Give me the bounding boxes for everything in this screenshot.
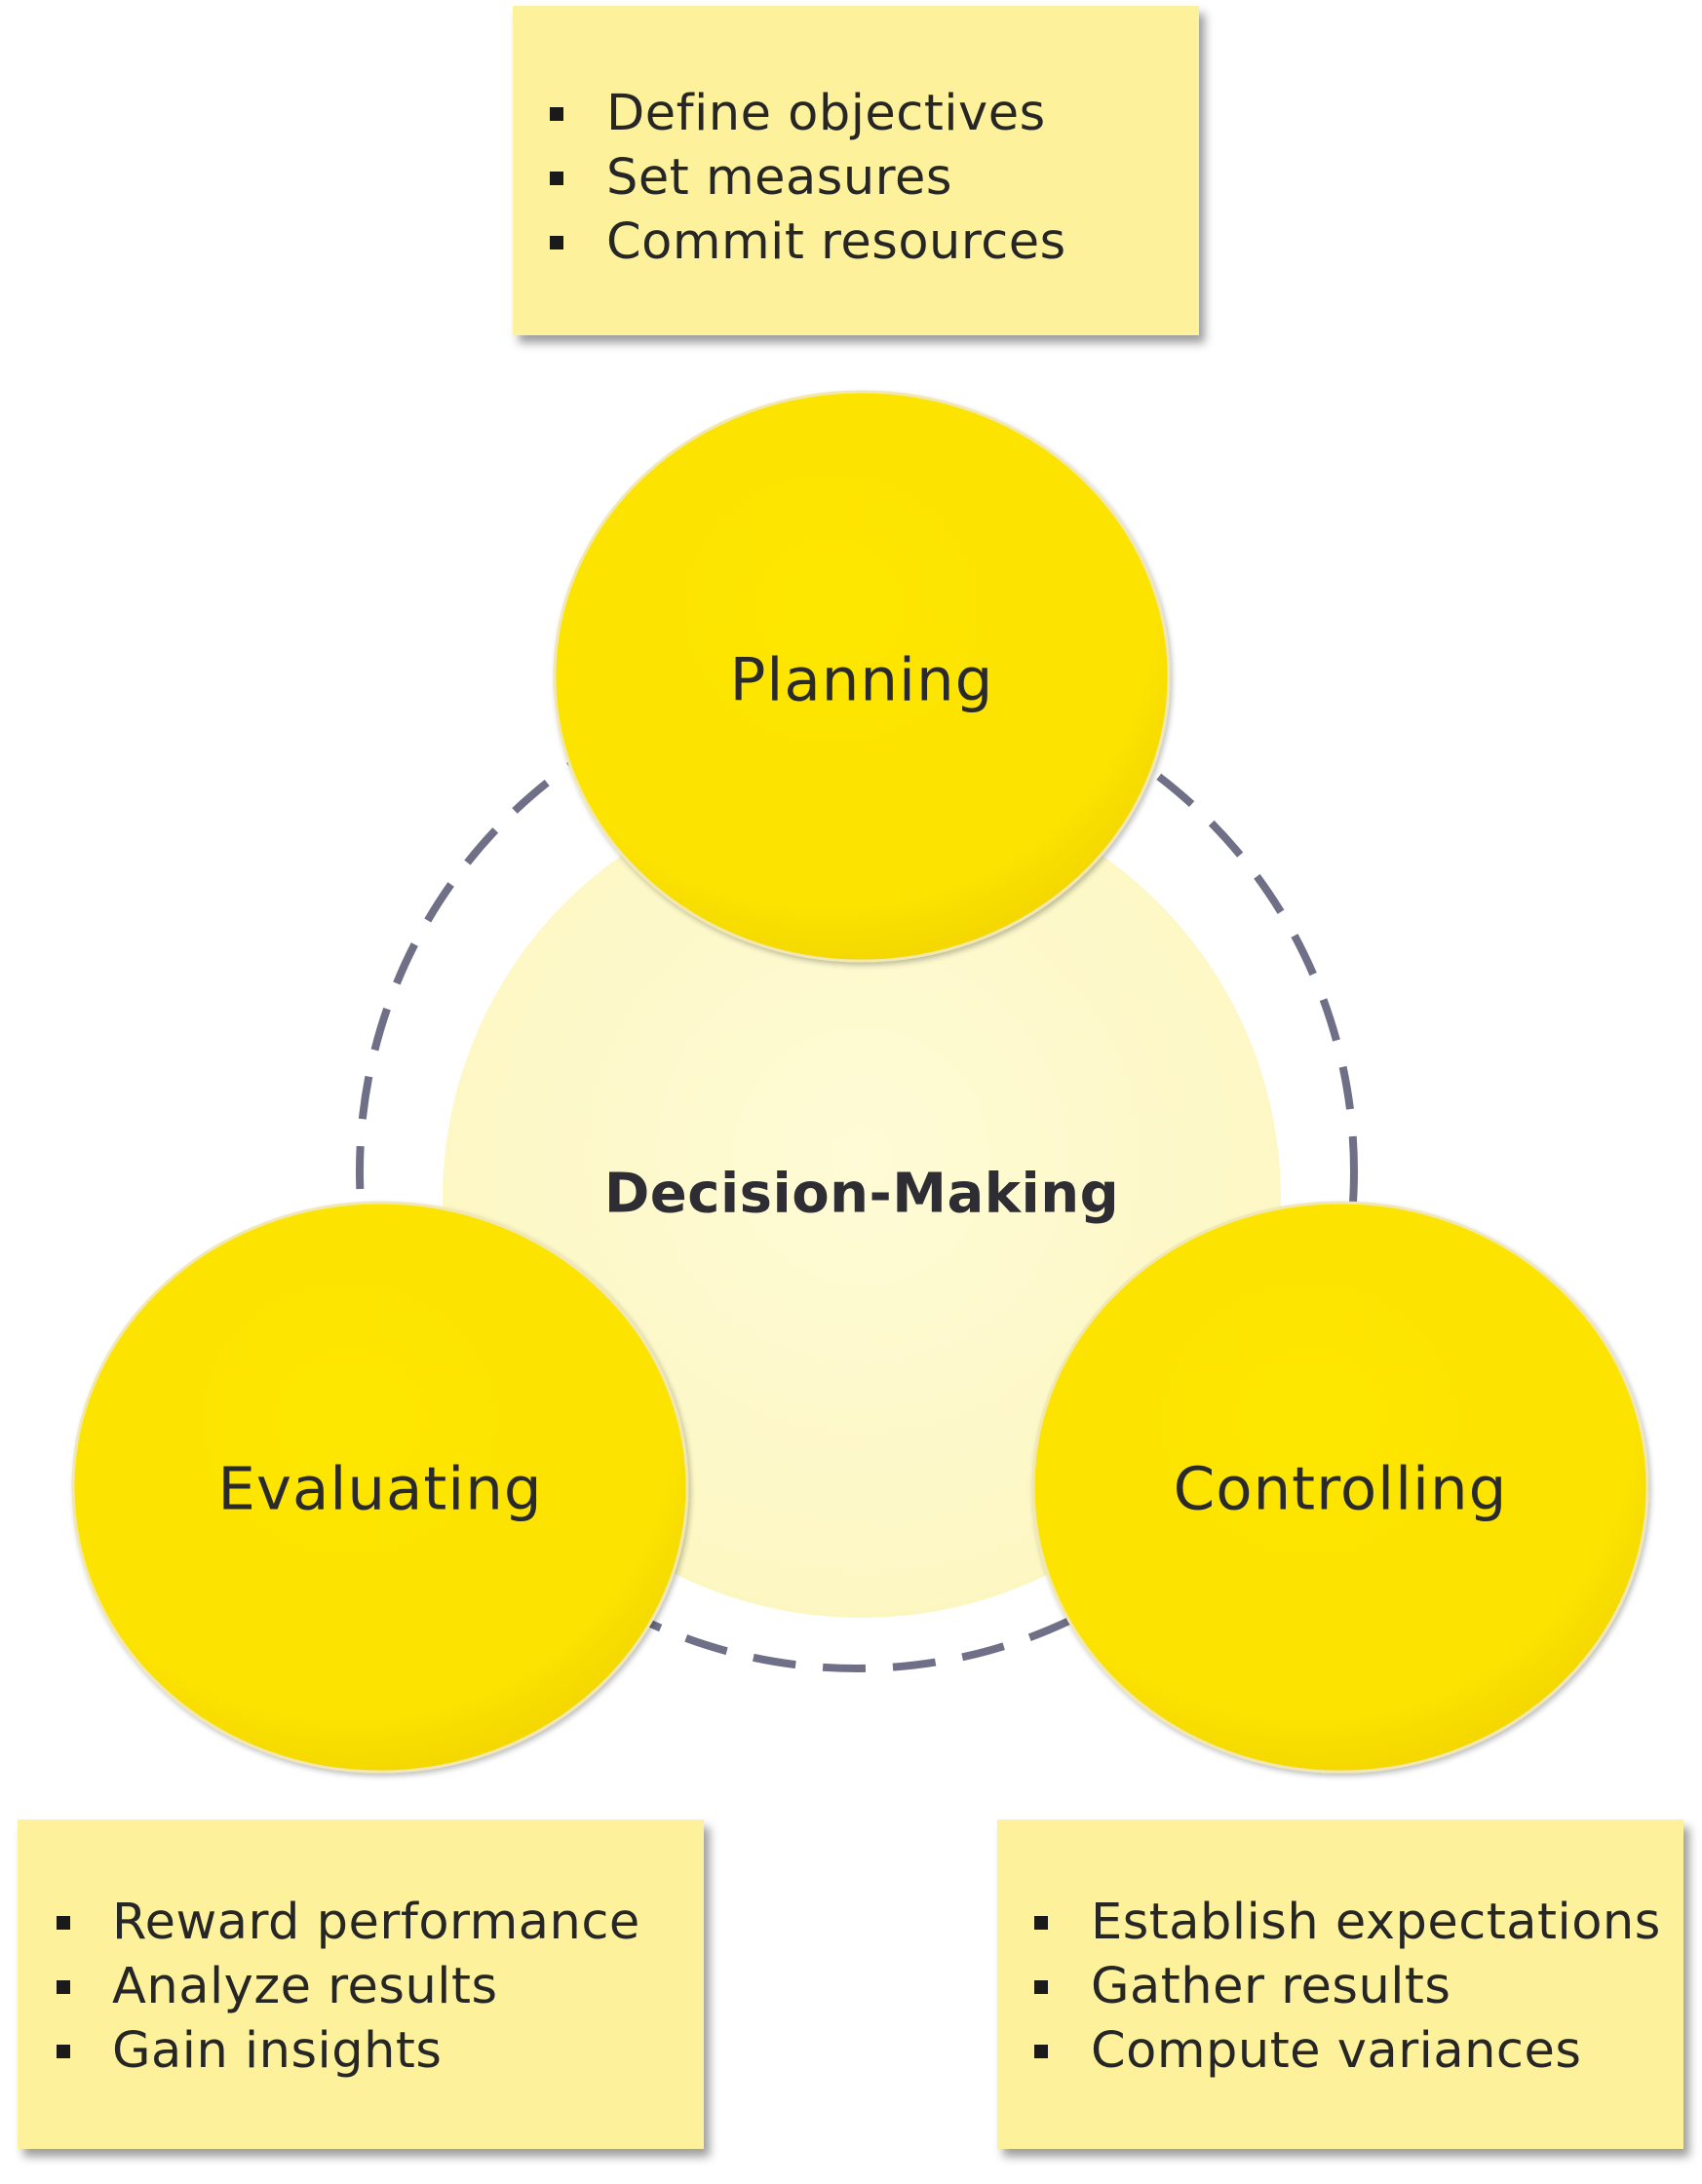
list-item-text: Reward performance [112, 1894, 640, 1951]
evaluating-label: Evaluating [217, 1454, 543, 1524]
list-item: Analyze results [18, 1955, 640, 2019]
square-bullet-icon [1034, 2045, 1048, 2058]
list-item-text: Set measures [606, 149, 952, 207]
list-item-text: Define objectives [606, 85, 1046, 142]
center-label: Decision-Making [603, 1162, 1120, 1226]
planning-circle[interactable] [553, 390, 1171, 963]
controlling-label: Controlling [1173, 1454, 1508, 1524]
list-item-text: Gather results [1091, 1958, 1451, 2015]
list-item-text: Compute variances [1091, 2022, 1582, 2080]
square-bullet-icon [57, 2045, 70, 2058]
list-item-text: Commit resources [606, 213, 1066, 271]
controlling-notes-box: Establish expectations Gather results Co… [997, 1820, 1683, 2149]
list-item-text: Analyze results [112, 1958, 498, 2015]
list-item: Commit resources [513, 211, 1199, 275]
planning-label: Planning [729, 645, 994, 715]
planning-notes-box: Define objectives Set measures Commit re… [513, 6, 1199, 335]
list-item: Define objectives [513, 82, 1199, 146]
list-item: Gather results [997, 1955, 1661, 2019]
list-item-text: Establish expectations [1091, 1894, 1661, 1951]
planning-notes-list: Define objectives Set measures Commit re… [513, 82, 1199, 275]
list-item: Establish expectations [997, 1891, 1661, 1955]
square-bullet-icon [1034, 1980, 1048, 1994]
square-bullet-icon [57, 1916, 70, 1930]
list-item: Compute variances [997, 2019, 1661, 2084]
list-item-text: Gain insights [112, 2022, 443, 2080]
square-bullet-icon [550, 107, 563, 121]
square-bullet-icon [57, 1980, 70, 1994]
controlling-notes-list: Establish expectations Gather results Co… [997, 1891, 1661, 2084]
list-item: Set measures [513, 146, 1199, 211]
square-bullet-icon [1034, 1916, 1048, 1930]
evaluating-circle[interactable] [71, 1201, 689, 1774]
controlling-circle[interactable] [1031, 1201, 1649, 1774]
list-item: Gain insights [18, 2019, 640, 2084]
list-item: Reward performance [18, 1891, 640, 1955]
square-bullet-icon [550, 172, 563, 185]
evaluating-notes-box: Reward performance Analyze results Gain … [18, 1820, 704, 2149]
square-bullet-icon [550, 236, 563, 249]
evaluating-notes-list: Reward performance Analyze results Gain … [18, 1891, 640, 2084]
